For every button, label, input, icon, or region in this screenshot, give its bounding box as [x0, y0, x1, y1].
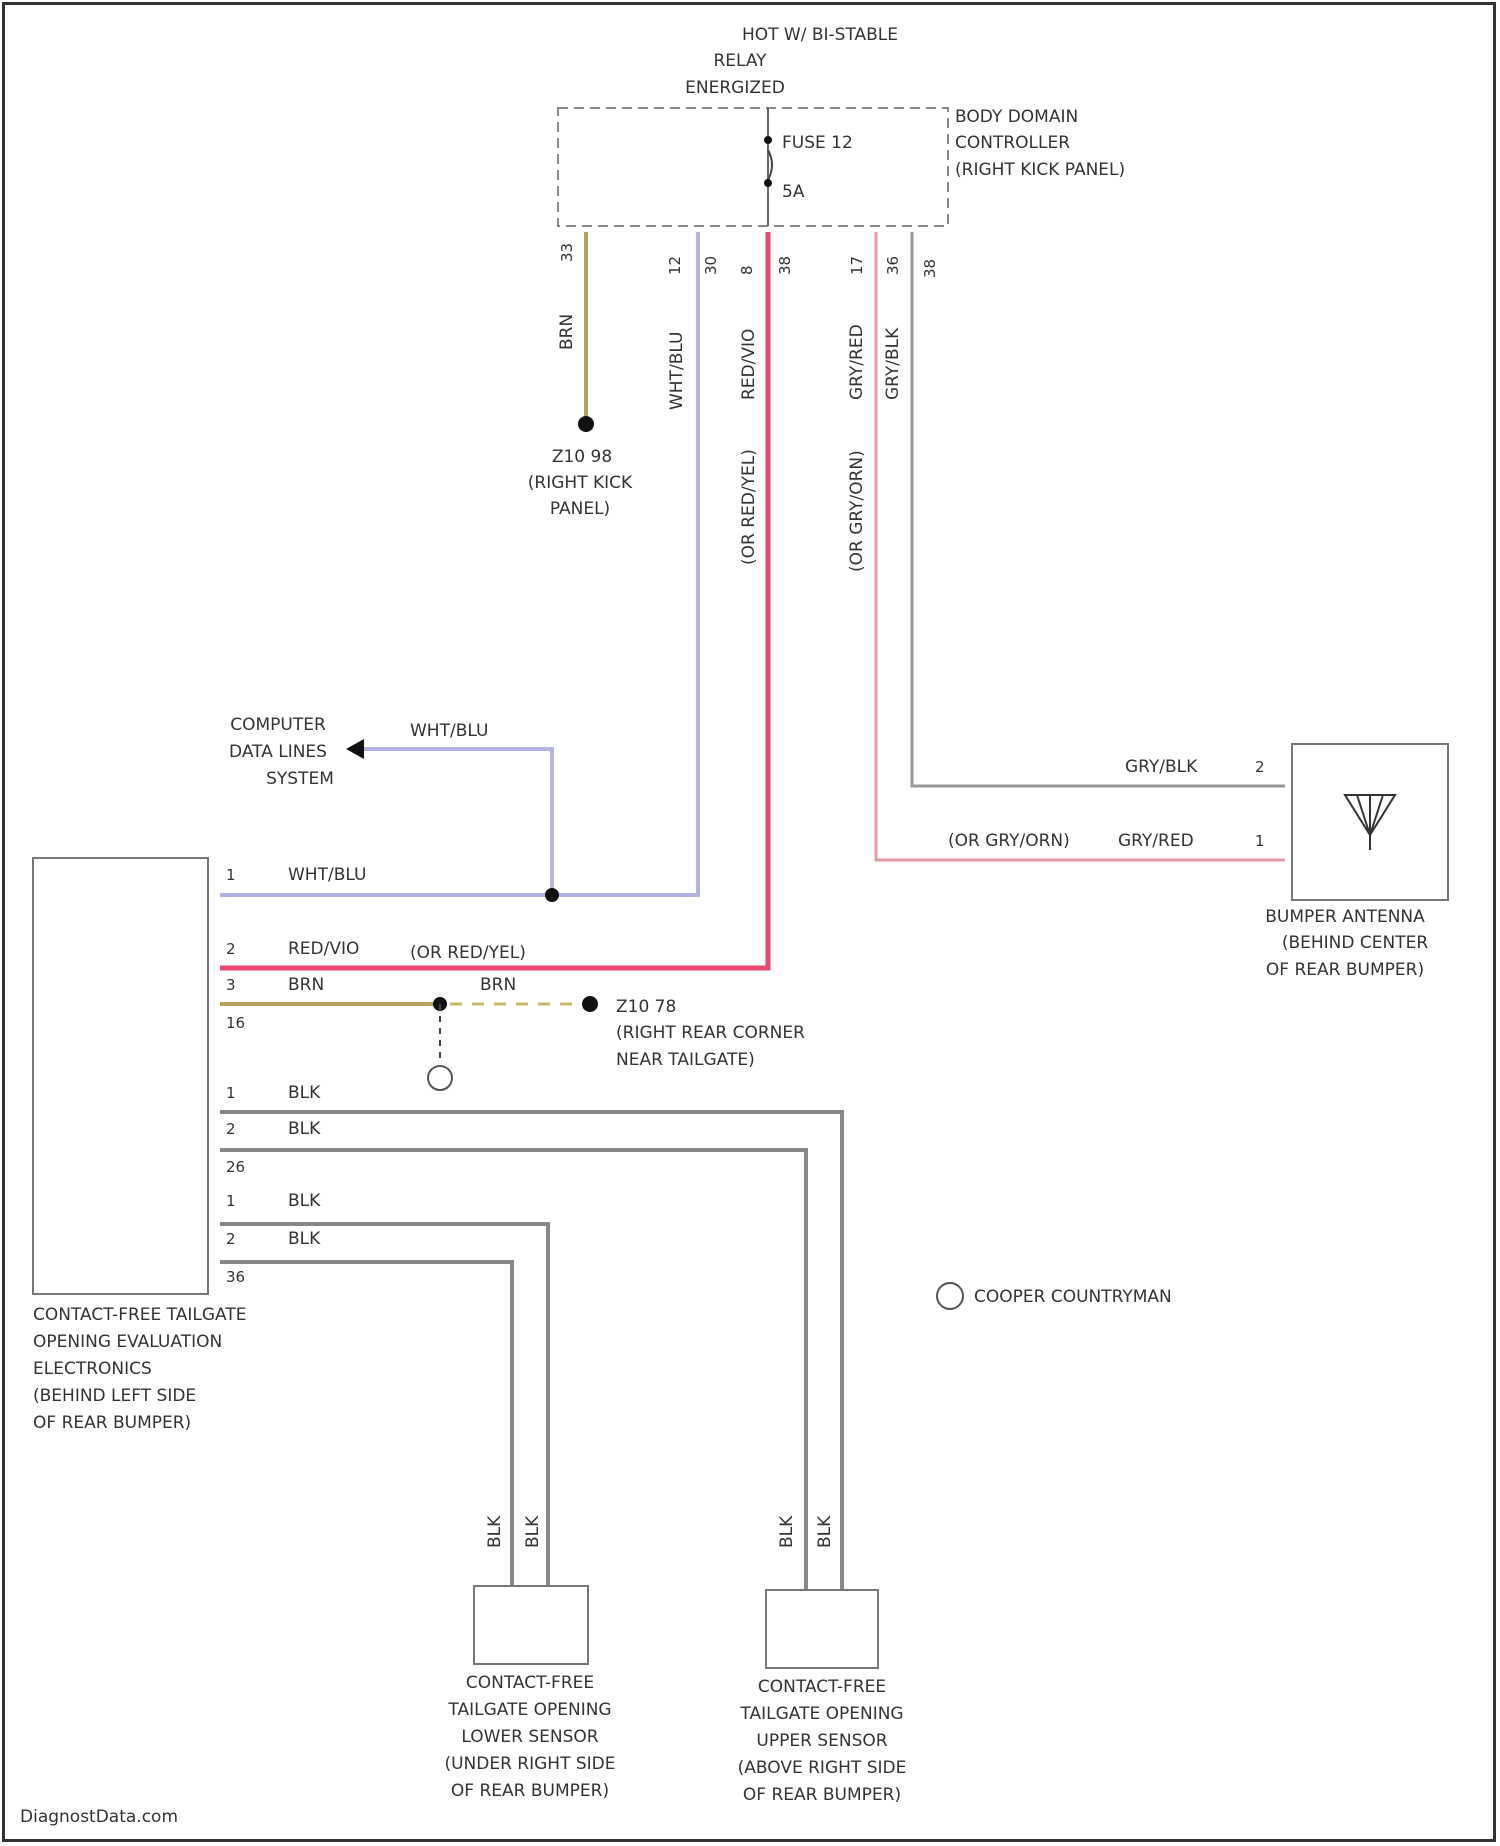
relay-label-1: HOT W/ BI-STABLE — [742, 25, 898, 45]
module-s2-pin-1: 1 — [226, 1192, 236, 1210]
lower-sensor-label-4: (UNDER RIGHT SIDE — [444, 1754, 615, 1774]
wire-wht-blu-vert-label: WHT/BLU — [667, 332, 687, 410]
ground-z1078-dot — [582, 996, 598, 1012]
computer-data-label-3: SYSTEM — [266, 769, 334, 789]
wire-gry-blk-vert-label: GRY/BLK — [883, 327, 903, 400]
lower-sensor-label-1: CONTACT-FREE — [466, 1673, 594, 1693]
ground-z1098-label-3: PANEL) — [550, 499, 610, 519]
upper-sensor-label-2: TAILGATE OPENING — [739, 1704, 903, 1724]
variant-legend-icon — [937, 1283, 963, 1309]
module-label-3: ELECTRONICS — [33, 1359, 152, 1379]
bdc-pin-8: 8 — [738, 265, 756, 275]
bdc-pin-38a: 38 — [776, 256, 794, 275]
upper-sensor-label-5: OF REAR BUMPER) — [743, 1785, 901, 1805]
relay-label-3: ENERGIZED — [685, 78, 785, 98]
bdc-label-3: (RIGHT KICK PANEL) — [955, 160, 1125, 180]
bdc-pin-12: 12 — [666, 256, 684, 275]
upper-sensor-label-1: CONTACT-FREE — [758, 1677, 886, 1697]
computer-data-arrow-icon — [346, 739, 364, 759]
antenna-label-2: (BEHIND CENTER — [1282, 933, 1428, 953]
wire-wht-blu-data — [364, 749, 552, 895]
bdc-box — [558, 108, 948, 226]
wire-gry-red — [876, 232, 1285, 860]
bdc-pin-17: 17 — [848, 256, 866, 275]
upper-sensor-box — [766, 1590, 878, 1668]
relay-label-2: RELAY — [713, 51, 767, 71]
fuse-node-bottom — [764, 179, 772, 187]
module-s1-pin-2: 2 — [226, 1120, 236, 1138]
module-label-2: OPENING EVALUATION — [33, 1332, 222, 1352]
wire-or-gry-orn-vert-label: (OR GRY/ORN) — [847, 450, 867, 572]
variant-marker-icon — [428, 1066, 452, 1090]
bdc-pin-33: 33 — [558, 243, 576, 262]
wire-brn-top-label: BRN — [557, 314, 577, 350]
antenna-pin-1: 1 — [1255, 832, 1265, 850]
antenna-label-3: OF REAR BUMPER) — [1266, 960, 1424, 980]
module-red-vio-label: RED/VIO — [288, 939, 359, 959]
module-pin-16: 16 — [226, 1014, 245, 1032]
bdc-label-1: BODY DOMAIN — [955, 107, 1078, 127]
module-s1-pin-1: 1 — [226, 1084, 236, 1102]
module-s1-pin-26: 26 — [226, 1158, 245, 1176]
wire-wht-blu-data-label: WHT/BLU — [410, 721, 488, 741]
module-blk3-label: BLK — [288, 1191, 321, 1211]
upper-sensor-wire-1-label: BLK — [777, 1515, 797, 1548]
bdc-pin-38b: 38 — [921, 259, 939, 278]
wire-red-vio-vert-label: RED/VIO — [739, 329, 759, 400]
watermark: DiagnostData.com — [20, 1807, 178, 1827]
module-pin-2: 2 — [226, 940, 236, 958]
antenna-or-gry-orn-label: (OR GRY/ORN) — [948, 831, 1070, 851]
module-label-5: OF REAR BUMPER) — [33, 1413, 191, 1433]
module-blk2-label: BLK — [288, 1119, 321, 1139]
module-label-4: (BEHIND LEFT SIDE — [33, 1386, 196, 1406]
lower-sensor-box — [474, 1586, 588, 1664]
module-label-1: CONTACT-FREE TAILGATE — [33, 1305, 246, 1325]
fuse-node-top — [764, 136, 772, 144]
ground-z1078-label-3: NEAR TAILGATE) — [616, 1050, 755, 1070]
upper-sensor-label-3: UPPER SENSOR — [756, 1731, 887, 1751]
module-or-red-yel-label: (OR RED/YEL) — [410, 943, 526, 963]
ground-z1078-label-1: Z10 78 — [616, 997, 676, 1017]
fuse-label: FUSE 12 — [782, 133, 853, 153]
computer-data-label-1: COMPUTER — [230, 715, 326, 735]
variant-legend-text: COOPER COUNTRYMAN — [974, 1287, 1172, 1307]
antenna-gry-red-label: GRY/RED — [1118, 831, 1194, 851]
module-blk4-label: BLK — [288, 1229, 321, 1249]
module-wht-blu-label: WHT/BLU — [288, 865, 366, 885]
wire-blk-lower-2 — [220, 1262, 512, 1586]
lower-sensor-wire-2-label: BLK — [523, 1515, 543, 1548]
module-pin-3: 3 — [226, 976, 236, 994]
computer-data-label-2: DATA LINES — [229, 742, 327, 762]
lower-sensor-wire-1-label: BLK — [485, 1515, 505, 1548]
lower-sensor-label-5: OF REAR BUMPER) — [451, 1781, 609, 1801]
antenna-gry-blk-label: GRY/BLK — [1125, 757, 1198, 777]
antenna-pin-2: 2 — [1255, 758, 1265, 776]
lower-sensor-label-3: LOWER SENSOR — [461, 1727, 598, 1747]
wire-gry-blk — [912, 232, 1285, 786]
module-s2-pin-36: 36 — [226, 1268, 245, 1286]
fuse-amps: 5A — [782, 182, 805, 202]
evaluation-module-box — [33, 858, 208, 1294]
module-brn2-label: BRN — [480, 975, 516, 995]
ground-z1098-label-1: Z10 98 — [552, 447, 612, 467]
module-brn-label: BRN — [288, 975, 324, 995]
lower-sensor-label-2: TAILGATE OPENING — [447, 1700, 611, 1720]
upper-sensor-label-4: (ABOVE RIGHT SIDE — [738, 1758, 907, 1778]
bdc-pin-36: 36 — [884, 256, 902, 275]
bdc-pin-30: 30 — [702, 256, 720, 275]
wire-wht-blu-main — [220, 232, 698, 895]
module-pin-1: 1 — [226, 866, 236, 884]
module-s2-pin-2: 2 — [226, 1230, 236, 1248]
wire-or-red-yel-vert-label: (OR RED/YEL) — [739, 449, 759, 565]
module-blk1-label: BLK — [288, 1083, 321, 1103]
wire-gry-red-vert-label: GRY/RED — [847, 324, 867, 400]
ground-z1098-label-2: (RIGHT KICK — [528, 473, 633, 493]
upper-sensor-wire-2-label: BLK — [815, 1515, 835, 1548]
splice-wht-blu — [545, 888, 559, 902]
antenna-label-1: BUMPER ANTENNA — [1265, 907, 1425, 927]
ground-z1098-dot — [578, 416, 594, 432]
bdc-label-2: CONTROLLER — [955, 133, 1070, 153]
ground-z1078-label-2: (RIGHT REAR CORNER — [616, 1023, 805, 1043]
